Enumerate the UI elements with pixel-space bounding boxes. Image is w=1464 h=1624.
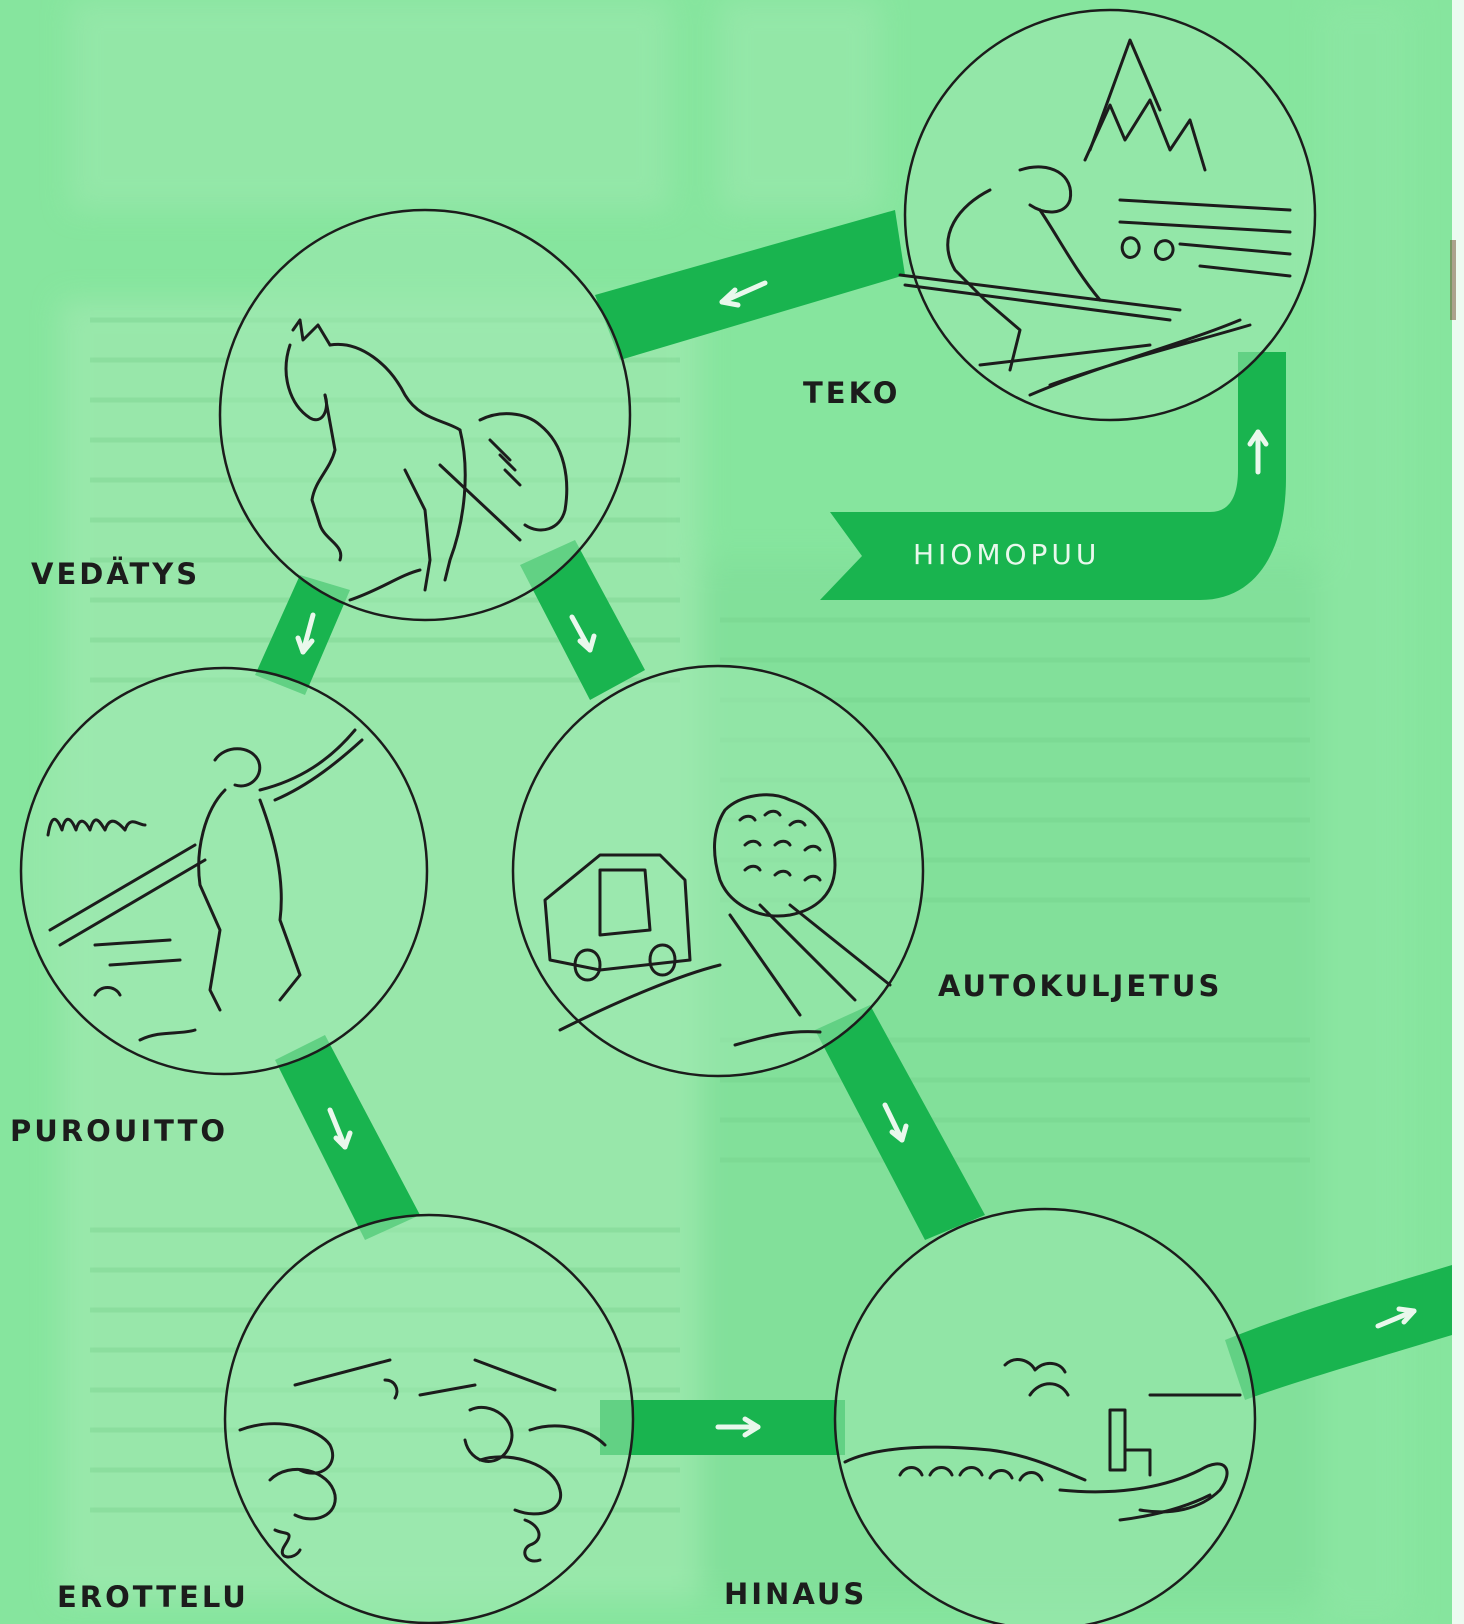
stage-circle-teko	[905, 10, 1315, 420]
stage-circle-erottelu	[225, 1215, 633, 1623]
stage-label-purouitto: PUROUITTO	[10, 1114, 228, 1148]
banner-label-hiomopuu: HIOMOPUU	[913, 538, 1100, 571]
stage-label-erottelu: EROTTELU	[57, 1580, 249, 1614]
stage-circle-purouitto	[21, 668, 427, 1074]
stage-label-hinaus: HINAUS	[724, 1577, 867, 1611]
stage-label-autokuljetus: AUTOKULJETUS	[938, 969, 1222, 1003]
stage-circle-hinaus	[835, 1209, 1255, 1624]
stage-label-vedatys: VEDÄTYS	[31, 557, 200, 591]
stage-label-teko: TEKO	[803, 376, 900, 410]
